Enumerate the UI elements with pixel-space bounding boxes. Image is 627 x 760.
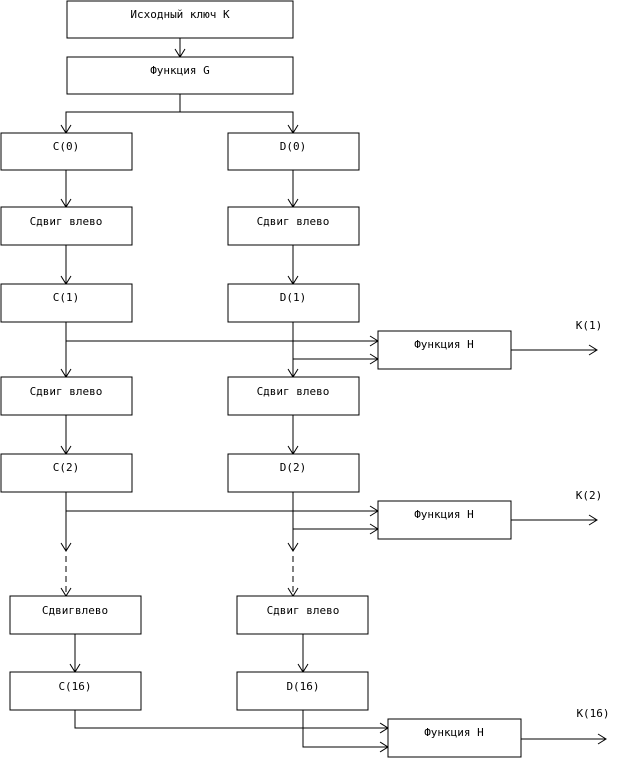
source-key-box: Исходный ключ K [66,0,294,39]
shift-left-label: Сдвиг влево [257,215,330,228]
d1-label: D(1) [280,291,307,304]
c16-label: C(16) [58,680,91,693]
arrowhead [287,542,299,552]
shift-left-joined-label: Сдвигвлево [42,604,108,617]
shift-left-box-c-1: Сдвиг влево [0,206,133,246]
d0-box: D(0) [227,132,360,171]
function-h-label: Функция H [424,726,484,739]
split-line-g [65,94,294,133]
c2-box: C(2) [0,453,133,493]
k16-label: K(16) [576,707,609,720]
c16-box: C(16) [9,671,142,711]
c0-label: C(0) [53,140,80,153]
c2-label: C(2) [53,461,80,474]
d2-box: D(2) [227,453,360,493]
shift-left-label: Сдвиг влево [257,385,330,398]
function-h-label: Функция H [414,338,474,351]
arrowhead [60,542,72,552]
c1-box: C(1) [0,283,133,323]
shift-left-box-d-2: Сдвиг влево [227,376,360,416]
shift-left-label: Сдвиг влево [30,215,103,228]
k1-label: K(1) [576,319,603,332]
source-key-label: Исходный ключ K [130,8,230,21]
arrow-c16-h16 [74,710,388,729]
function-h-box-16: Функция H [387,718,522,758]
c1-label: C(1) [53,291,80,304]
shift-left-box-c-2: Сдвиг влево [0,376,133,416]
function-g-label: Функция G [150,64,210,77]
shift-left-label: Сдвиг влево [30,385,103,398]
d0-label: D(0) [280,140,307,153]
d2-label: D(2) [280,461,307,474]
arrow-d16-h16 [302,710,388,748]
function-h-label: Функция H [414,508,474,521]
function-g-box: Функция G [66,56,294,95]
connectors [60,38,607,753]
arrowhead [588,514,598,526]
function-h-box-2: Функция H [377,500,512,540]
arrowhead [588,344,598,356]
arrowhead [597,733,607,745]
shift-left-box-c-16: Сдвигвлево [9,595,142,635]
function-h-box-1: Функция H [377,330,512,370]
shift-left-box-d-16: Сдвиг влево [236,595,369,635]
shift-left-box-d-1: Сдвиг влево [227,206,360,246]
arrow-d2-h2 [292,492,378,551]
d16-box: D(16) [236,671,369,711]
arrow-c2-h2 [65,492,378,551]
d16-label: D(16) [286,680,319,693]
d1-box: D(1) [227,283,360,323]
k2-label: K(2) [576,489,603,502]
c0-box: C(0) [0,132,133,171]
shift-left-label: Сдвиг влево [267,604,340,617]
